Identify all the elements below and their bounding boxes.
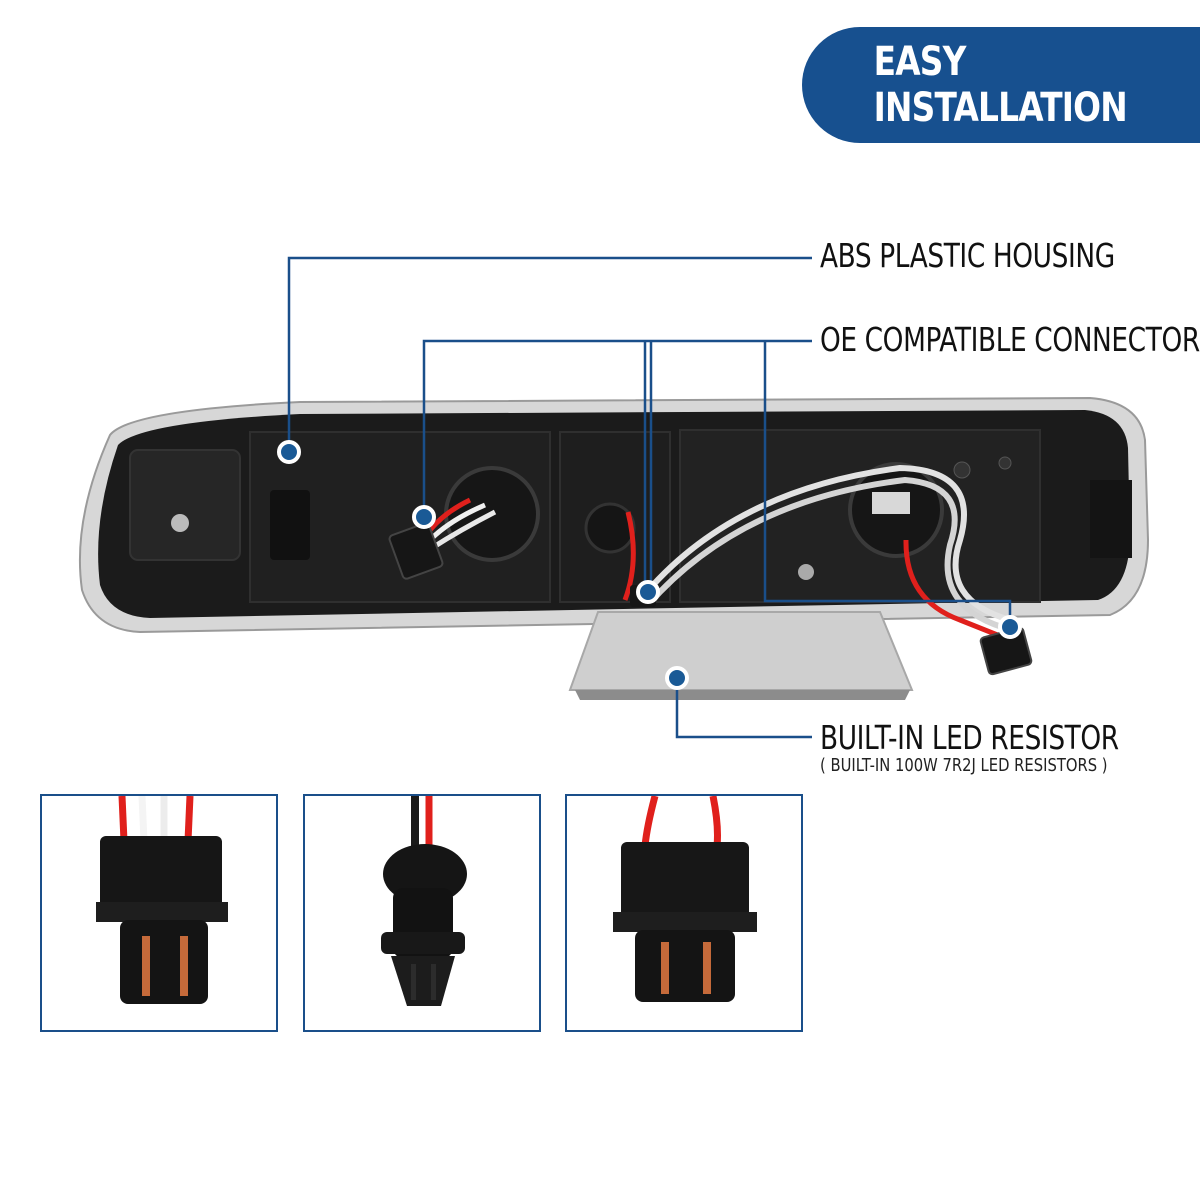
leader-line-housing <box>287 256 812 450</box>
callout-dot <box>998 615 1022 639</box>
callout-label-connectors: OE COMPATIBLE CONNECTORS <box>820 320 1200 359</box>
product-illustration <box>78 256 1150 739</box>
led-resistor-edge <box>575 690 910 700</box>
callout-dot <box>665 666 689 690</box>
bulb-socket-photo <box>381 796 467 1006</box>
screw <box>798 564 814 580</box>
leader-line-resistor <box>675 680 812 739</box>
mount-block <box>270 490 310 560</box>
thumbnail-two-wire-connector <box>565 794 803 1032</box>
four-wire-connector-photo <box>96 796 228 1004</box>
wire-red <box>622 511 636 601</box>
wire-white <box>645 476 1013 633</box>
wire-red <box>903 539 1001 639</box>
thumbnail-bulb-socket <box>303 794 541 1032</box>
screw <box>953 461 971 479</box>
screw <box>171 514 189 532</box>
callout-label-housing: ABS PLASTIC HOUSING <box>820 236 1115 275</box>
screw <box>998 456 1012 470</box>
housing-panel <box>129 449 241 561</box>
callout-label-resistor: BUILT-IN LED RESISTOR <box>820 718 1119 757</box>
led-resistor <box>568 611 914 691</box>
callout-dot <box>636 580 660 604</box>
side-tab <box>1090 480 1132 558</box>
wire-connector <box>388 522 444 580</box>
bulb-base <box>872 492 910 514</box>
thumbnail-four-wire-connector <box>40 794 278 1032</box>
wire-white <box>430 509 497 551</box>
wire-white <box>637 464 1011 623</box>
two-wire-connector-photo <box>613 796 757 1002</box>
leader-line-connectors <box>763 341 1012 625</box>
wire-red <box>428 497 472 532</box>
easy-installation-banner: EASY INSTALLATION <box>802 27 1200 143</box>
leader-line-connectors <box>422 339 812 517</box>
banner-title: EASY INSTALLATION <box>873 39 1128 131</box>
callout-dot <box>277 440 301 464</box>
callout-dot <box>412 505 436 529</box>
callout-sublabel-resistor: ( BUILT-IN 100W 7R2J LED RESISTORS ) <box>820 755 1108 776</box>
bulb-socket <box>584 502 636 554</box>
